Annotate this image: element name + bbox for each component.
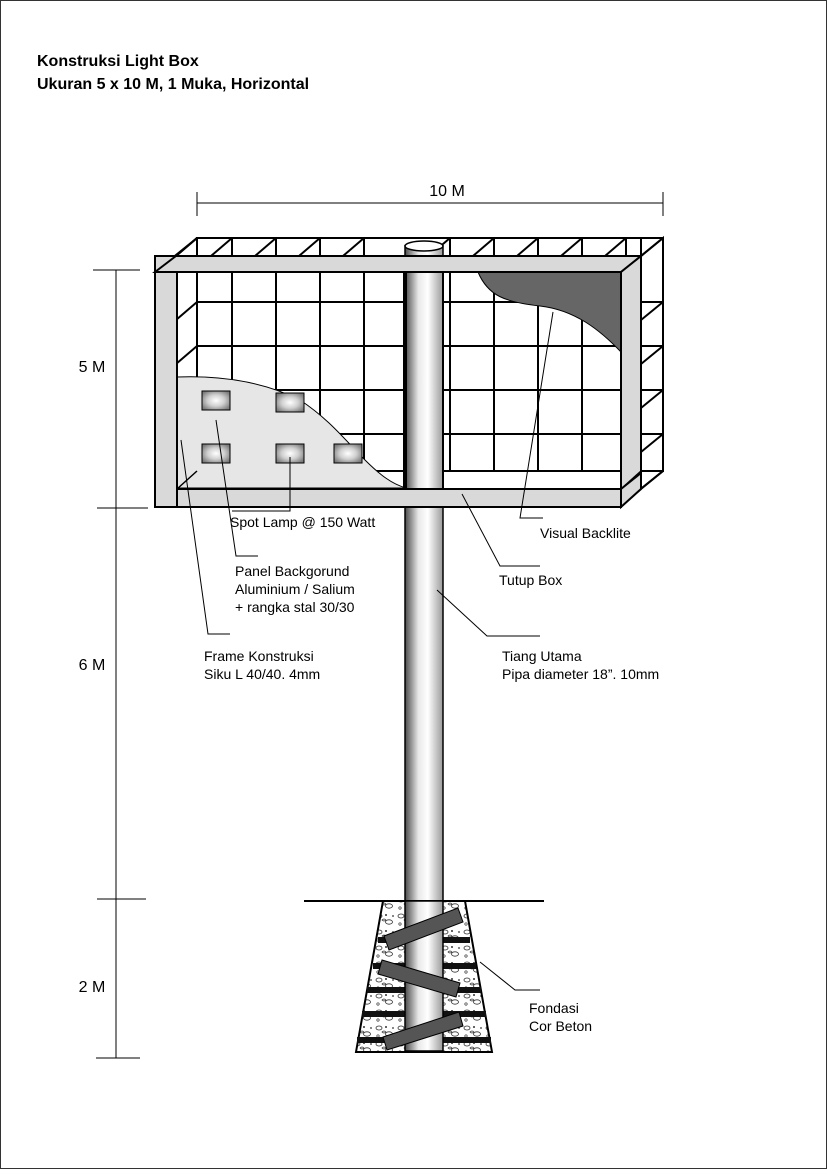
label-fondasi-line1: Fondasi xyxy=(529,1000,579,1016)
label-spot-lamp: Spot Lamp @ 150 Watt xyxy=(230,514,375,530)
label-panel-line1: Panel Backgorund xyxy=(235,563,349,579)
label-visual-backlite: Visual Backlite xyxy=(540,525,631,541)
label-frame-line1: Frame Konstruksi xyxy=(204,648,314,664)
dimension-lines xyxy=(93,192,664,1059)
frame-right-bevel xyxy=(620,253,642,510)
spot-lamp xyxy=(201,443,231,464)
visual-backlite-sheet xyxy=(477,271,622,354)
spot-lamp xyxy=(333,443,363,464)
anchor-bars xyxy=(377,907,464,1051)
drawing-title: Konstruksi Light Box xyxy=(37,53,199,70)
spot-lamps xyxy=(201,390,363,464)
label-panel-line3: + rangka stal 30/30 xyxy=(235,599,355,615)
spot-lamp xyxy=(275,392,305,413)
label-tiang-line1: Tiang Utama xyxy=(502,648,582,664)
frame-top-bevel xyxy=(152,255,644,273)
dimension-foundation-depth: 2 M xyxy=(79,979,106,996)
label-panel-line2: Aluminium / Salium xyxy=(235,581,355,597)
dimension-width: 10 M xyxy=(429,183,465,200)
label-frame-line2: Siku L 40/40. 4mm xyxy=(204,666,320,682)
drawing-subtitle: Ukuran 5 x 10 M, 1 Muka, Horizontal xyxy=(37,76,310,93)
label-tutup-box: Tutup Box xyxy=(499,572,562,588)
label-fondasi-line2: Cor Beton xyxy=(529,1018,592,1034)
dimension-pole-height: 6 M xyxy=(79,657,106,674)
label-tiang-line2: Pipa diameter 18”. 10mm xyxy=(502,666,659,682)
dimension-box-height: 5 M xyxy=(79,359,106,376)
leader-lines xyxy=(180,311,554,991)
pole-top xyxy=(404,240,444,252)
spot-lamp xyxy=(201,390,231,411)
